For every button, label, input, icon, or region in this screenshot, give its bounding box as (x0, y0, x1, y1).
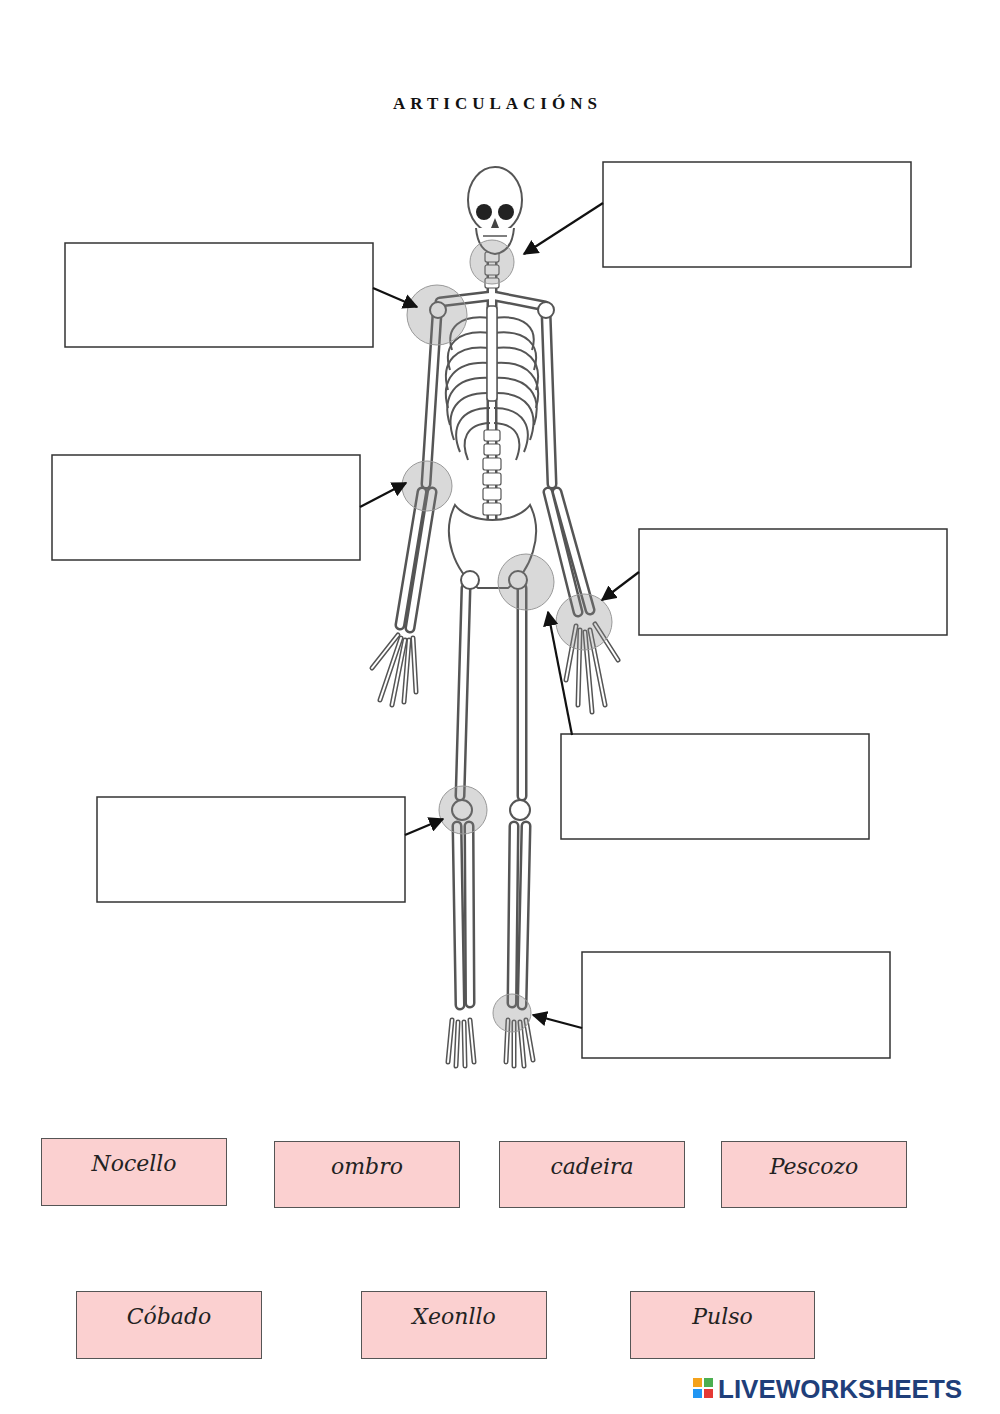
word-card: Pulso (630, 1291, 815, 1359)
word-card: Cóbado (76, 1291, 262, 1359)
worksheet-title: ARTICULACIÓNS (393, 94, 602, 114)
word-card: cadeira (499, 1141, 685, 1208)
word-card: ombro (274, 1141, 460, 1208)
word-label: Nocello (42, 1139, 226, 1176)
word-label: Pescozo (722, 1142, 906, 1179)
word-label: Xeonllo (362, 1292, 546, 1329)
word-label: Pulso (631, 1292, 814, 1329)
word-card: Nocello (41, 1138, 227, 1206)
word-label: ombro (275, 1142, 459, 1179)
word-label: cadeira (500, 1142, 684, 1179)
word-card: Pescozo (721, 1141, 907, 1208)
watermark: LIVEWORKSHEETS (718, 1374, 962, 1405)
word-card: Xeonllo (361, 1291, 547, 1359)
word-label: Cóbado (77, 1292, 261, 1329)
